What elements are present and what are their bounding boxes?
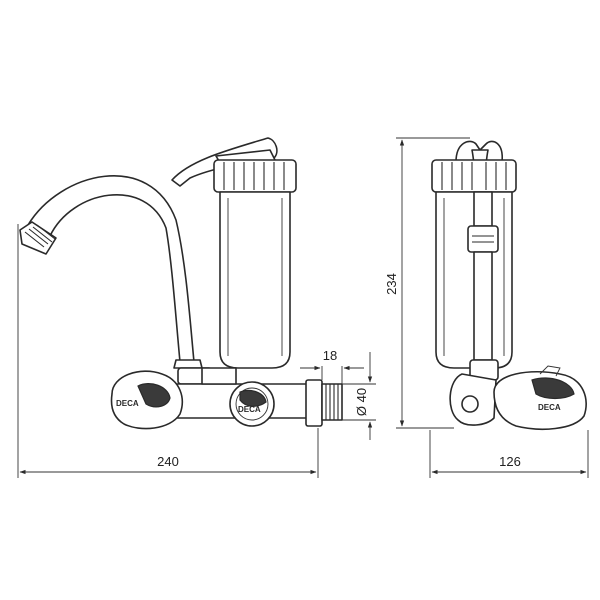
center-handle-knob: DECA — [229, 381, 275, 427]
threaded-connection — [305, 379, 343, 427]
dimension-240: 240 — [157, 454, 179, 469]
front-view: DECA DECA — [19, 137, 343, 430]
dimension-126: 126 — [499, 454, 521, 469]
dimension-labels: 240 234 126 18 Ø 40 — [157, 273, 521, 469]
dimension-diameter-40: Ø 40 — [354, 388, 369, 416]
brand-logo-side: DECA — [538, 403, 561, 412]
brand-logo-left: DECA — [116, 399, 139, 408]
spout — [19, 175, 213, 385]
left-handle-knob: DECA — [110, 370, 184, 430]
side-spout — [467, 191, 499, 381]
side-valve-body — [449, 373, 497, 426]
aerator-nozzle — [19, 221, 57, 255]
dimension-234: 234 — [384, 273, 399, 295]
brand-logo-center: DECA — [238, 405, 261, 414]
dimension-18: 18 — [323, 348, 337, 363]
side-view: DECA — [431, 140, 587, 430]
filter-cartridge — [171, 137, 297, 369]
dimension-lines — [17, 137, 589, 478]
side-handle-knob: DECA — [493, 365, 587, 430]
